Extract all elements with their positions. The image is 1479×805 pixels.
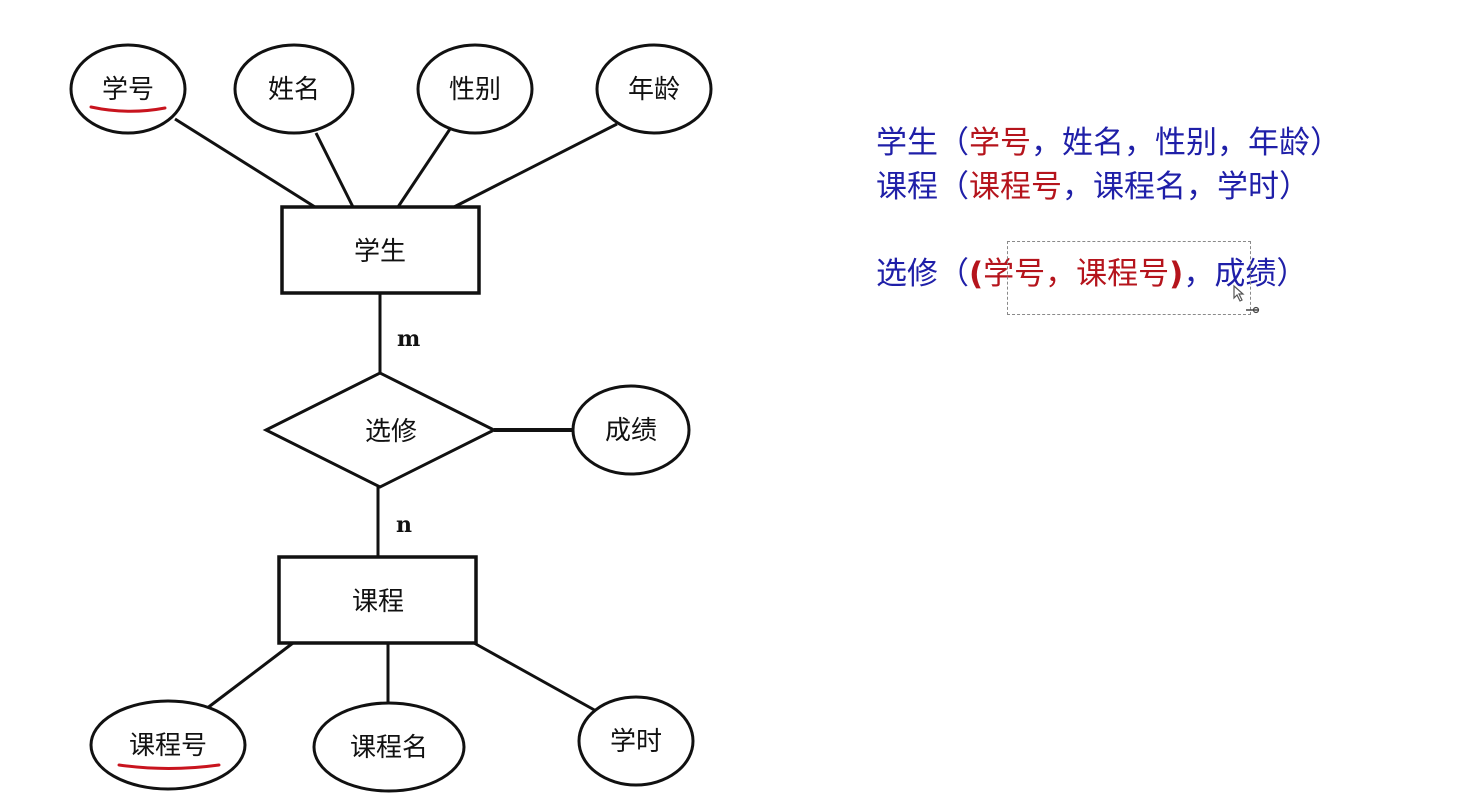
paren-open: （ (938, 125, 969, 161)
attribute-student-id: 学号 (69, 43, 187, 135)
relationship-label: 选修 (365, 417, 417, 447)
primary-key: 学号 (969, 125, 1031, 161)
primary-key-underline (117, 763, 221, 770)
attribute-ellipse (571, 384, 691, 476)
entity-student: 学生 (280, 205, 481, 295)
attribute-ellipse (577, 695, 695, 787)
attribute-course-id: 课程号 (89, 699, 247, 791)
composite-key-open: ( (969, 256, 984, 292)
paren-close: ） (1276, 256, 1308, 292)
paren-close: ） (1279, 169, 1310, 205)
separator: ， (1217, 125, 1248, 161)
paren-open: （ (938, 169, 969, 205)
entity-course: 课程 (277, 555, 478, 645)
separator: ， (1062, 169, 1093, 205)
entity-label: 学生 (354, 237, 406, 267)
entity-box (277, 555, 478, 645)
composite-key-close: ) (1169, 256, 1184, 292)
attribute-label: 学时 (610, 727, 662, 757)
primary-key-underline (89, 105, 167, 113)
attribute-student-name: 姓名 (233, 43, 355, 135)
attribute-label: 成绩 (605, 416, 657, 446)
primary-key: 学号 (983, 256, 1046, 292)
attribute-label: 年龄 (628, 75, 680, 105)
relationship-diamond (262, 371, 498, 489)
line-student-id (174, 117, 316, 209)
connector-lines (174, 117, 618, 714)
attribute-ellipse (595, 43, 713, 135)
schema-attribute: 性别 (1155, 125, 1217, 161)
line-student-gender (396, 125, 454, 208)
cardinality-m: m (397, 326, 420, 352)
schema-name: 课程 (876, 169, 938, 205)
schema-attribute: 成绩 (1214, 256, 1277, 292)
schema-attribute: 姓名 (1062, 125, 1124, 161)
cardinality-n: n (396, 512, 412, 538)
primary-key: 课程号 (969, 169, 1062, 205)
selection-box[interactable] (1007, 241, 1251, 315)
attribute-ellipse (416, 43, 534, 135)
attribute-label: 课程号 (129, 731, 207, 761)
schema-name: 选修 (876, 256, 938, 292)
schema-elective: 选修（(学号，课程号)，成绩） (876, 259, 1307, 290)
attribute-ellipse (233, 43, 355, 135)
paren-close: ） (1310, 125, 1341, 161)
schema-name: 学生 (876, 125, 938, 161)
separator: ， (1124, 125, 1155, 161)
relationship-elective: 选修 (262, 371, 498, 489)
separator: ， (1183, 256, 1215, 292)
paren-open: （ (938, 256, 969, 292)
schema-attribute: 年龄 (1248, 125, 1310, 161)
primary-key: 课程号 (1076, 256, 1170, 292)
schema-attribute: 课程名 (1093, 169, 1186, 205)
separator: ， (1031, 125, 1062, 161)
line-course-id (205, 641, 294, 711)
line-student-name (314, 132, 355, 208)
attribute-score: 成绩 (571, 384, 691, 476)
entity-label: 课程 (352, 587, 404, 617)
attribute-label: 学号 (102, 75, 154, 105)
schema-course: 课程（课程号，课程名，学时） (876, 172, 1310, 203)
attribute-ellipse (312, 701, 466, 793)
line-course-hours (473, 641, 599, 714)
attribute-course-hours: 学时 (577, 695, 695, 787)
schema-attribute: 学时 (1217, 169, 1279, 205)
attribute-label: 性别 (449, 75, 501, 105)
cursor-icon (1233, 284, 1260, 314)
separator: ， (1045, 256, 1077, 292)
line-student-age (453, 122, 618, 209)
attribute-label: 课程名 (350, 733, 428, 763)
attribute-label: 姓名 (268, 75, 320, 105)
separator: ， (1186, 169, 1217, 205)
attribute-student-age: 年龄 (595, 43, 713, 135)
entity-box (280, 205, 481, 295)
attribute-ellipse (69, 43, 187, 135)
schema-student: 学生（学号，姓名，性别，年龄） (876, 128, 1341, 159)
attribute-course-name: 课程名 (312, 701, 466, 793)
attribute-student-gender: 性别 (416, 43, 534, 135)
